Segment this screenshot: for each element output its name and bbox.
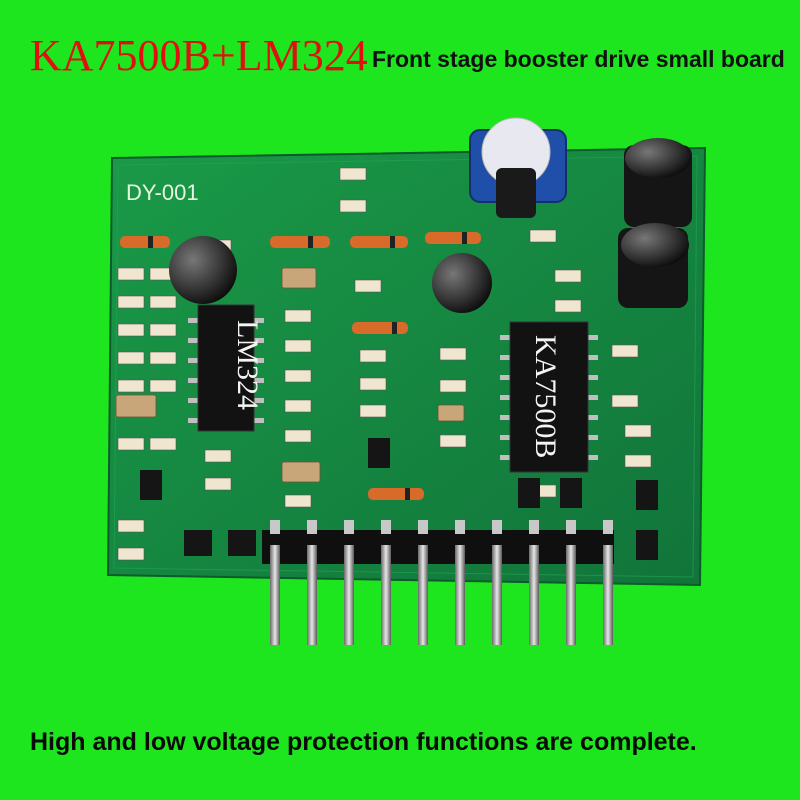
trim-potentiometer xyxy=(469,117,567,218)
product-model-title: KA7500B+LM324 xyxy=(30,31,368,80)
lm324-chip: LM324 xyxy=(188,304,264,432)
transistors xyxy=(140,438,658,560)
ka7500b-chip: KA7500B xyxy=(500,321,598,473)
electrolytic-capacitors xyxy=(169,138,692,313)
diodes xyxy=(120,232,481,500)
pin-header xyxy=(262,520,614,645)
ceramic-capacitors xyxy=(115,267,465,483)
board-id-label: DY-001 xyxy=(126,180,199,205)
feature-statement: High and low voltage protection function… xyxy=(30,728,697,756)
lm324-chip-label: LM324 xyxy=(231,320,264,410)
product-description: Front stage booster drive small board xyxy=(372,46,785,72)
ka7500b-chip-label: KA7500B xyxy=(529,335,562,458)
